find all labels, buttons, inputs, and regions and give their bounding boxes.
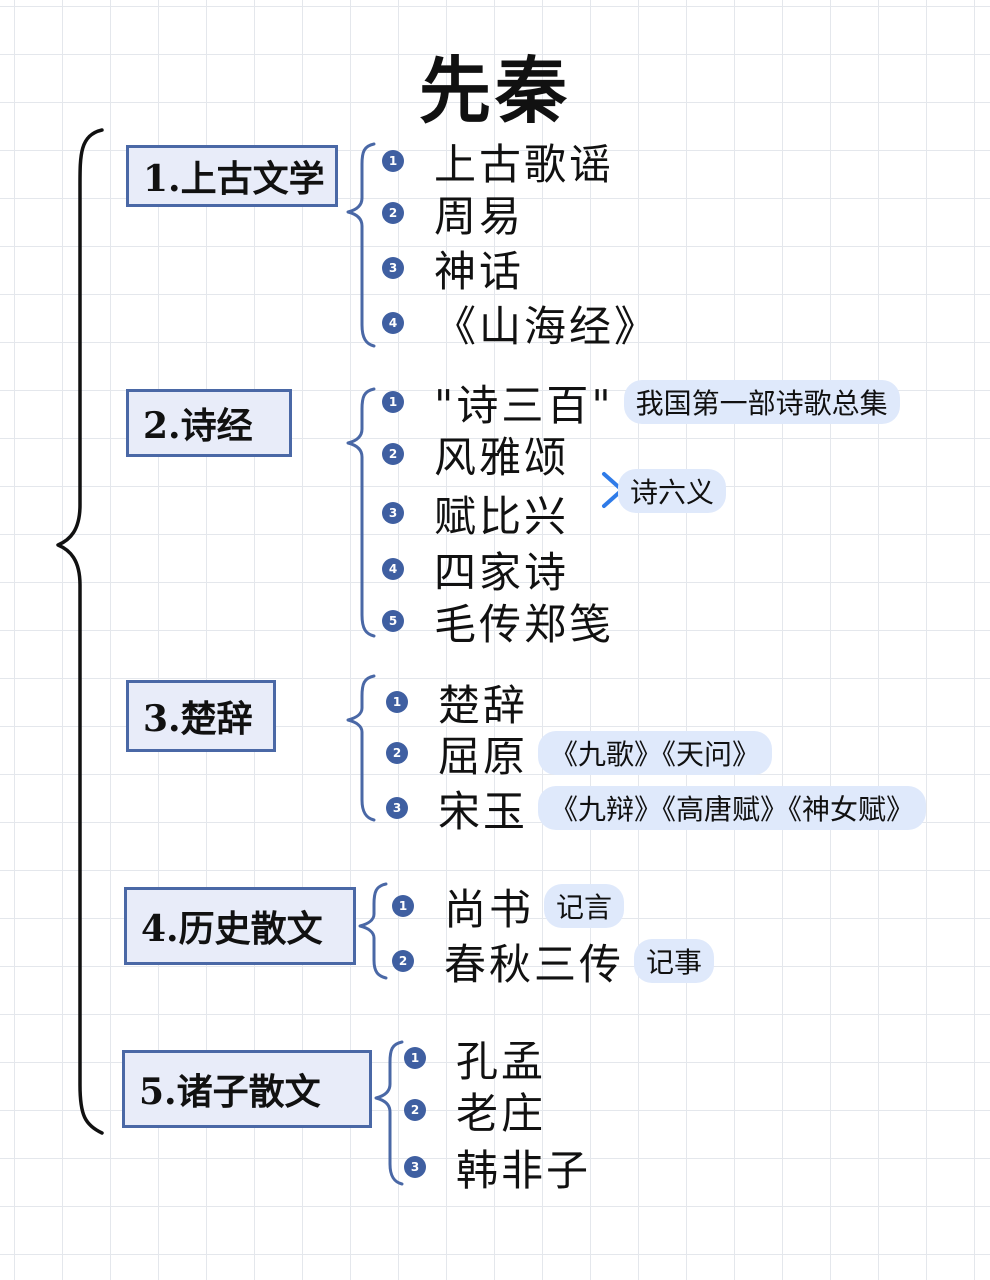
number-badge: 1 (392, 895, 414, 917)
number-badge: 3 (404, 1156, 426, 1178)
item-label: 四家诗 (434, 547, 570, 597)
item-label: 韩非子 (456, 1145, 592, 1195)
number-badge: 2 (382, 443, 404, 465)
section-label: 3.楚辞 (143, 698, 253, 740)
group-note: 诗六义 (618, 469, 727, 513)
section-bracket-3 (346, 674, 376, 822)
item-label: 周易 (434, 191, 525, 241)
number-badge: 3 (382, 257, 404, 279)
list-item: 2 周易 (382, 183, 524, 243)
section-bracket-1 (346, 142, 376, 348)
section-label: 2.诗经 (143, 405, 253, 447)
item-label: 尚书 (444, 884, 535, 934)
list-item: 1 上古歌谣 (382, 131, 614, 191)
number-badge: 4 (382, 558, 404, 580)
section-box-5: 5.诸子散文 (122, 1050, 372, 1128)
page-title: 先秦 (418, 48, 571, 133)
main-brace (56, 128, 104, 1135)
list-item: 1 尚书 记言 (392, 876, 625, 936)
section-bracket-4 (358, 882, 388, 980)
item-label: 风雅颂 (434, 432, 570, 482)
section-box-4: 4.历史散文 (124, 887, 356, 965)
item-label: 宋玉 (438, 786, 529, 836)
item-label: 赋比兴 (434, 491, 570, 541)
list-item: 1 孔孟 (404, 1028, 546, 1088)
item-label: 神话 (434, 246, 525, 296)
list-item: 2 风雅颂 (382, 424, 569, 484)
section-bracket-2 (346, 387, 376, 638)
number-badge: 2 (386, 742, 408, 764)
item-label: 楚辞 (438, 680, 529, 730)
number-badge: 4 (382, 312, 404, 334)
item-note: 记事 (634, 939, 715, 983)
list-item: 1 楚辞 (386, 672, 528, 732)
item-label: 老庄 (456, 1088, 547, 1138)
number-badge: 1 (382, 150, 404, 172)
section-label: 4.历史散文 (141, 908, 323, 950)
list-item: 3 神话 (382, 238, 524, 298)
number-badge: 5 (382, 610, 404, 632)
section-box-2: 2.诗经 (126, 389, 292, 457)
item-note: 记言 (544, 884, 625, 928)
list-item: 2 老庄 (404, 1080, 546, 1140)
item-label: 上古歌谣 (434, 139, 615, 189)
number-badge: 1 (382, 391, 404, 413)
section-label: 5.诸子散文 (139, 1071, 321, 1113)
item-label: 《山海经》 (434, 301, 660, 351)
section-box-3: 3.楚辞 (126, 680, 276, 752)
number-badge: 3 (382, 502, 404, 524)
item-label: 孔孟 (456, 1036, 547, 1086)
section-box-1: 1.上古文学 (126, 145, 338, 207)
item-note: 我国第一部诗歌总集 (623, 380, 900, 424)
number-badge: 2 (382, 202, 404, 224)
list-item: 3 赋比兴 (382, 483, 569, 543)
list-item: 2 春秋三传 记事 (392, 931, 715, 991)
item-note: 《九辩》《高唐赋》《神女赋》 (538, 786, 927, 830)
list-item: 4 《山海经》 (382, 293, 659, 353)
number-badge: 2 (392, 950, 414, 972)
section-label: 1.上古文学 (143, 158, 325, 200)
item-label: 春秋三传 (444, 939, 625, 989)
item-label: 毛传郑笺 (434, 599, 615, 649)
number-badge: 1 (386, 691, 408, 713)
item-note: 《九歌》《天问》 (538, 731, 773, 775)
section-bracket-5 (374, 1040, 404, 1186)
number-badge: 2 (404, 1099, 426, 1121)
list-item: 2 屈原 《九歌》《天问》 (386, 723, 773, 783)
list-item: 1 "诗三百" 我国第一部诗歌总集 (382, 372, 900, 432)
list-item: 4 四家诗 (382, 539, 569, 599)
list-item: 3 宋玉 《九辩》《高唐赋》《神女赋》 (386, 778, 927, 838)
number-badge: 1 (404, 1047, 426, 1069)
item-label: 屈原 (438, 731, 529, 781)
item-label: "诗三百" (434, 380, 614, 430)
list-item: 5 毛传郑笺 (382, 591, 614, 651)
list-item: 3 韩非子 (404, 1137, 591, 1197)
number-badge: 3 (386, 797, 408, 819)
